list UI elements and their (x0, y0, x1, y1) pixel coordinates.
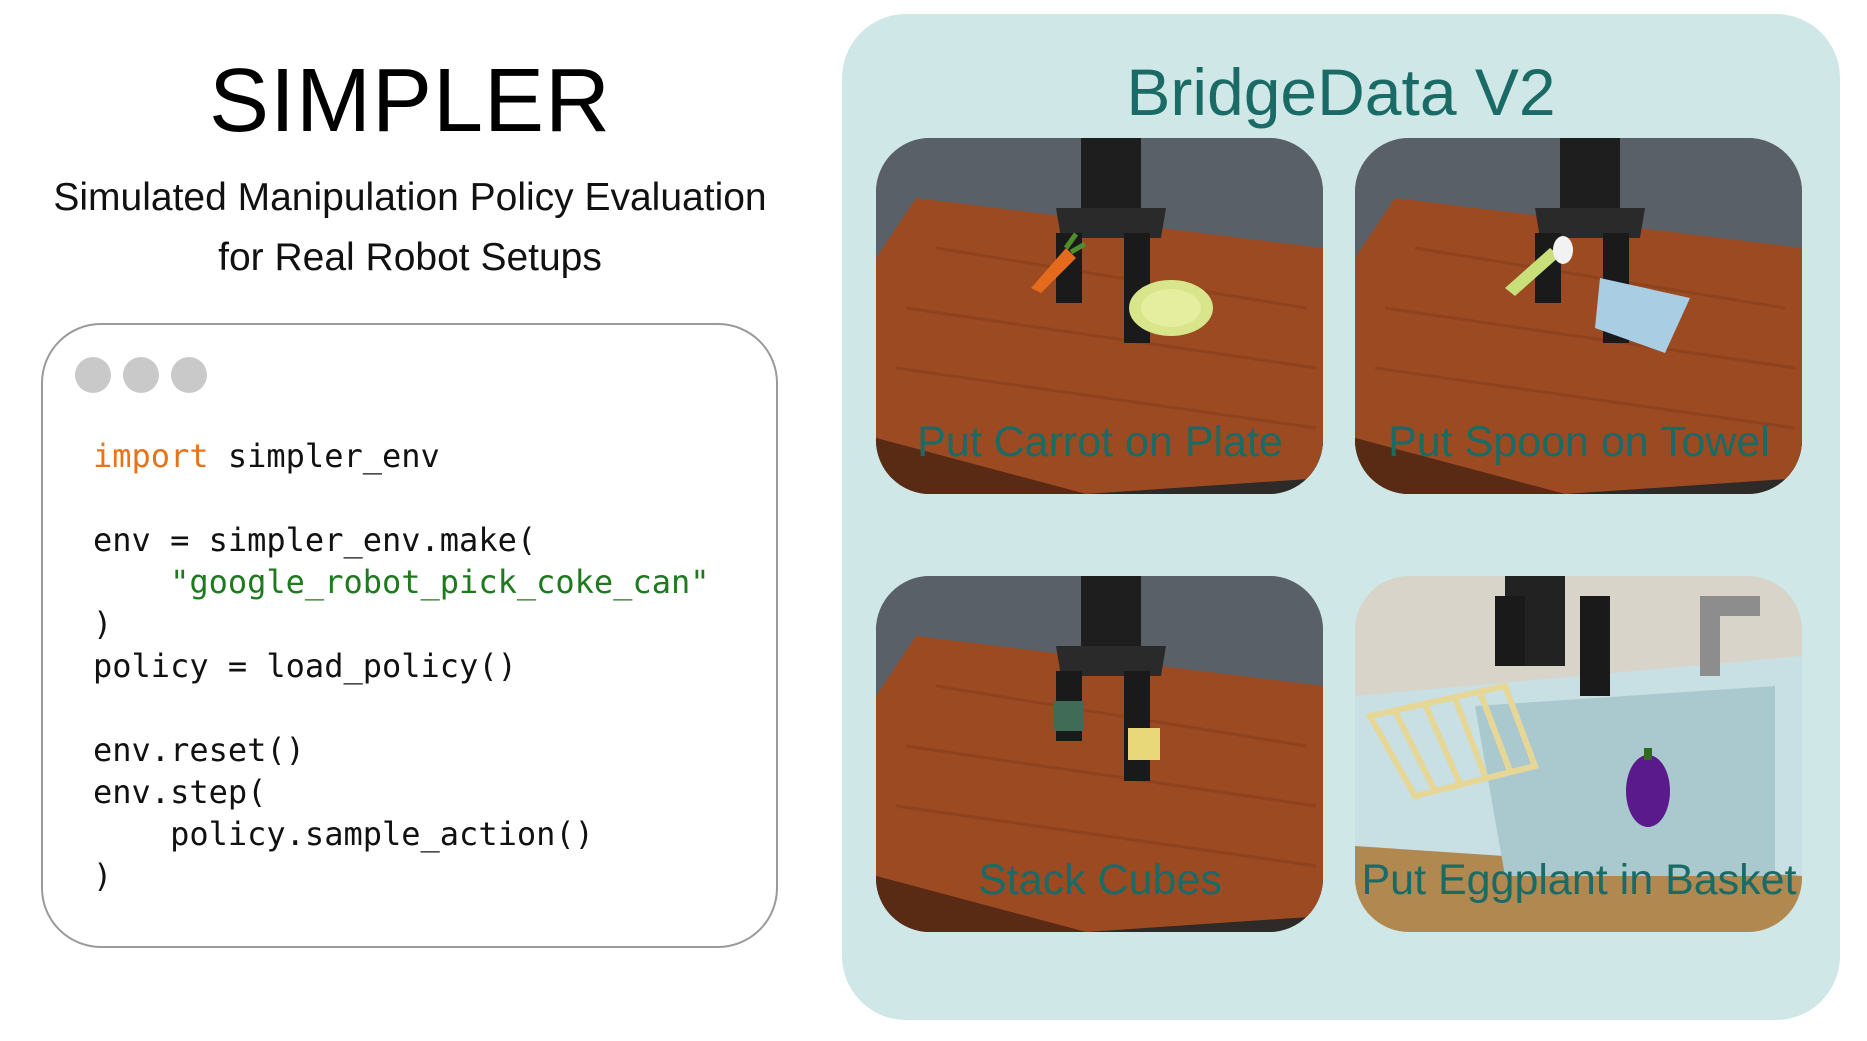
subtitle-line-1: Simulated Manipulation Policy Evaluation (53, 176, 767, 219)
panel-title: BridgeData V2 (1126, 55, 1556, 129)
page-title: SIMPLER (208, 51, 612, 151)
code-line: policy.sample_action() (93, 813, 710, 855)
code-line (93, 477, 710, 519)
scene-image-stack-cubes (876, 576, 1323, 932)
code-line: ) (93, 855, 710, 897)
code-text: ) (93, 857, 113, 895)
code-line (93, 687, 710, 729)
scene-image-spoon-towel (1355, 138, 1802, 494)
window-dot-icon[interactable] (75, 357, 111, 393)
code-keyword: import (93, 437, 209, 475)
code-line: "google_robot_pick_coke_can" (93, 561, 710, 603)
code-text: policy.sample_action() (93, 815, 594, 853)
code-line: policy = load_policy() (93, 645, 710, 687)
task-caption: Put Eggplant in Basket (1361, 856, 1797, 904)
code-text: env.reset() (93, 731, 305, 769)
code-text: env.step( (93, 773, 267, 811)
task-caption: Put Spoon on Towel (1388, 418, 1770, 466)
code-text (93, 563, 170, 601)
code-line: import simpler_env (93, 435, 710, 477)
code-line: env = simpler_env.make( (93, 519, 710, 561)
code-line: env.step( (93, 771, 710, 813)
window-controls (75, 357, 207, 393)
window-dot-icon[interactable] (171, 357, 207, 393)
task-caption: Put Carrot on Plate (917, 418, 1283, 466)
code-text: env = simpler_env.make( (93, 521, 537, 559)
bridgedata-panel: BridgeData V2 (842, 14, 1840, 1020)
code-string: "google_robot_pick_coke_can" (170, 563, 710, 601)
subtitle-line-2: for Real Robot Setups (218, 236, 602, 279)
scene-image-eggplant-basket (1355, 576, 1802, 932)
page-subtitle: Simulated Manipulation Policy Evaluation… (0, 168, 820, 288)
window-dot-icon[interactable] (123, 357, 159, 393)
scene-image-carrot-plate (876, 138, 1323, 494)
code-line: ) (93, 603, 710, 645)
code-text: ) (93, 605, 113, 643)
code-text: simpler_env (208, 437, 440, 475)
task-caption: Stack Cubes (978, 856, 1222, 904)
code-line: env.reset() (93, 729, 710, 771)
code-text: policy = load_policy() (93, 647, 517, 685)
